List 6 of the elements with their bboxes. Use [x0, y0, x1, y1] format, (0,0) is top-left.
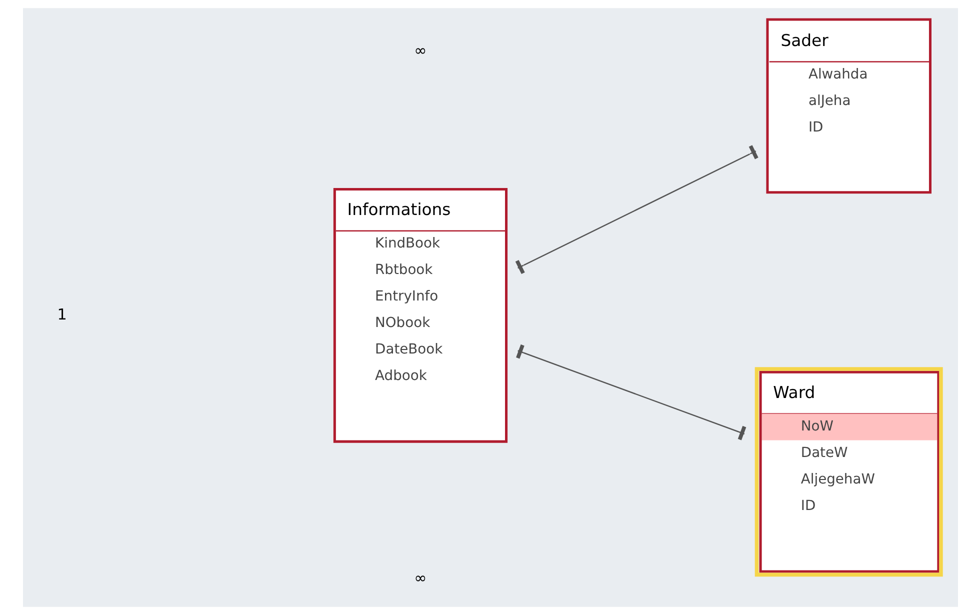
label: ∞	[414, 569, 426, 588]
node-box: Ward NoW DateW AljegehaW ID	[754, 367, 942, 577]
label: ∞	[414, 42, 426, 60]
connector	[514, 145, 758, 274]
connector	[516, 344, 746, 440]
label: 1	[56, 305, 66, 324]
